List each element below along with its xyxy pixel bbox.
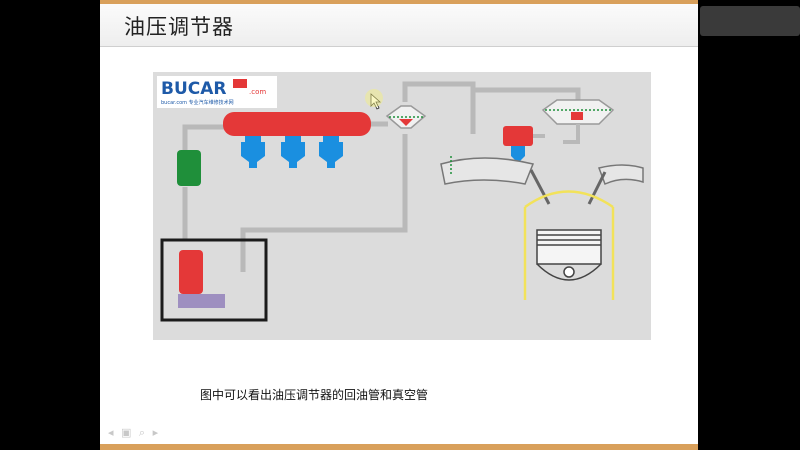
cursor-highlight (365, 89, 383, 107)
intake-valve (529, 169, 551, 205)
injectors (241, 136, 343, 168)
engine-cylinder (523, 190, 615, 300)
intake-manifold (440, 157, 535, 185)
detail-rail (503, 126, 533, 146)
return-pipe (240, 134, 408, 272)
exhaust-manifold (598, 164, 644, 186)
pump-strainer (178, 294, 225, 308)
exhaust-valve (587, 171, 607, 205)
title-band: 油压调节器 (100, 4, 698, 47)
injector-1 (241, 136, 265, 168)
top-accent-rule (100, 0, 698, 4)
slide-controls[interactable]: ◂ ▣ ⌕ ▸ (108, 426, 161, 439)
detail-return-pipe (563, 124, 580, 144)
fuel-tank (160, 238, 268, 322)
video-thumbnail-chip (700, 6, 800, 36)
logo-backdrop (157, 76, 277, 108)
fuel-pump (179, 250, 203, 294)
slide: 油压调节器 BUCAR .com bucar.com 专业汽车维修技术网 (100, 0, 698, 450)
injector-2 (281, 136, 305, 168)
pressure-regulator (385, 105, 427, 129)
piston-pin (563, 266, 575, 278)
logo-tagline: bucar.com 专业汽车维修技术网 (161, 99, 234, 106)
piston-skirt (536, 263, 602, 281)
fuel-rail (223, 112, 371, 136)
vacuum-pipe-upper (402, 81, 476, 134)
combustion-chamber (524, 190, 614, 209)
feed-pipe-to-rail (182, 124, 225, 150)
detail-injector (511, 146, 525, 162)
detail-valve (571, 112, 583, 120)
fuel-filter (177, 150, 201, 186)
pointer-cursor-icon (370, 93, 382, 110)
slide-caption: 图中可以看出油压调节器的回油管和真空管 (200, 388, 429, 402)
logo-badge (233, 79, 247, 88)
fuel-system-diagram: BUCAR .com bucar.com 专业汽车维修技术网 (153, 72, 651, 340)
logo-brand: BUCAR (161, 79, 227, 99)
slide-title: 油压调节器 (124, 15, 234, 39)
regulator-valve (399, 119, 413, 126)
bottom-accent-bar (100, 444, 698, 450)
bucar-logo: BUCAR .com bucar.com 专业汽车维修技术网 (157, 76, 277, 108)
logo-suffix: .com (249, 88, 266, 96)
injector-3 (319, 136, 343, 168)
regulator-detail (503, 99, 615, 162)
right-black-pane (698, 0, 800, 450)
